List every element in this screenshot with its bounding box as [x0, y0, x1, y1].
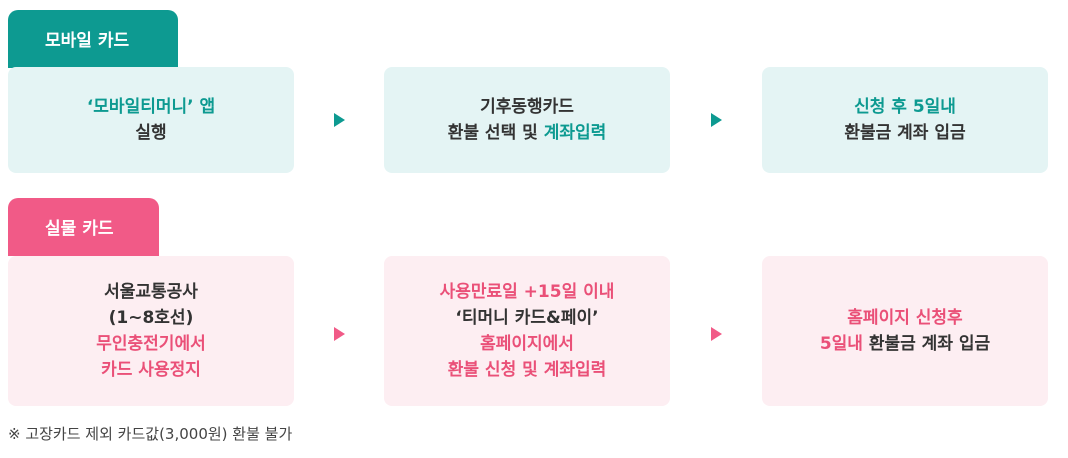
physical-step-3-line2-highlight: 5일내: [819, 334, 863, 354]
arrow-right-icon: [334, 113, 345, 127]
physical-step-1-line4: 카드 사용정지: [101, 360, 201, 380]
physical-step-2-line3: 홈페이지에서: [480, 334, 574, 354]
physical-step-1-line2: (1~8호선): [108, 308, 194, 328]
arrow-right-icon: [711, 113, 722, 127]
physical-step-3-line2-text: 환불금 계좌 입금: [862, 334, 991, 354]
physical-step-1-line3: 무인충전기에서: [96, 334, 206, 354]
physical-step-3: 홈페이지 신청후 5일내 환불금 계좌 입금: [762, 256, 1048, 406]
mobile-card-tab: 모바일 카드: [8, 10, 178, 68]
physical-step-1-line1: 서울교통공사: [104, 282, 198, 302]
mobile-step-1-line1: ‘모바일티머니’ 앱: [86, 97, 216, 117]
mobile-step-2-line2-highlight: 계좌입력: [543, 123, 607, 143]
physical-step-2-line4: 환불 신청 및 계좌입력: [447, 360, 607, 380]
physical-card-tab: 실물 카드: [8, 198, 159, 256]
mobile-step-3-line1: 신청 후 5일내: [854, 97, 956, 117]
arrow-right-icon: [334, 327, 345, 341]
physical-step-2-line2: ‘티머니 카드&페이’: [455, 308, 599, 328]
physical-step-1: 서울교통공사 (1~8호선) 무인충전기에서 카드 사용정지: [8, 256, 294, 406]
mobile-step-2-line1: 기후동행카드: [480, 97, 574, 117]
mobile-step-2: 기후동행카드 환불 선택 및 계좌입력: [384, 67, 670, 173]
mobile-step-2-line2-text: 환불 선택 및: [447, 123, 544, 143]
mobile-step-1: ‘모바일티머니’ 앱 실행: [8, 67, 294, 173]
physical-step-3-line1: 홈페이지 신청후: [847, 308, 963, 328]
mobile-step-1-line2: 실행: [135, 123, 167, 143]
arrow-right-icon: [711, 327, 722, 341]
physical-step-2-line1: 사용만료일 +15일 이내: [439, 282, 615, 302]
mobile-card-tab-label: 모바일 카드: [45, 31, 130, 51]
physical-step-3-line2: 5일내 환불금 계좌 입금: [820, 331, 990, 357]
mobile-step-3-line2: 환불금 계좌 입금: [844, 123, 966, 143]
physical-step-2: 사용만료일 +15일 이내 ‘티머니 카드&페이’ 홈페이지에서 환불 신청 및…: [384, 256, 670, 406]
mobile-step-2-line2: 환불 선택 및 계좌입력: [448, 120, 607, 146]
physical-card-tab-label: 실물 카드: [45, 219, 114, 239]
footnote: ※ 고장카드 제외 카드값(3,000원) 환불 불가: [8, 425, 293, 443]
mobile-step-3: 신청 후 5일내 환불금 계좌 입금: [762, 67, 1048, 173]
